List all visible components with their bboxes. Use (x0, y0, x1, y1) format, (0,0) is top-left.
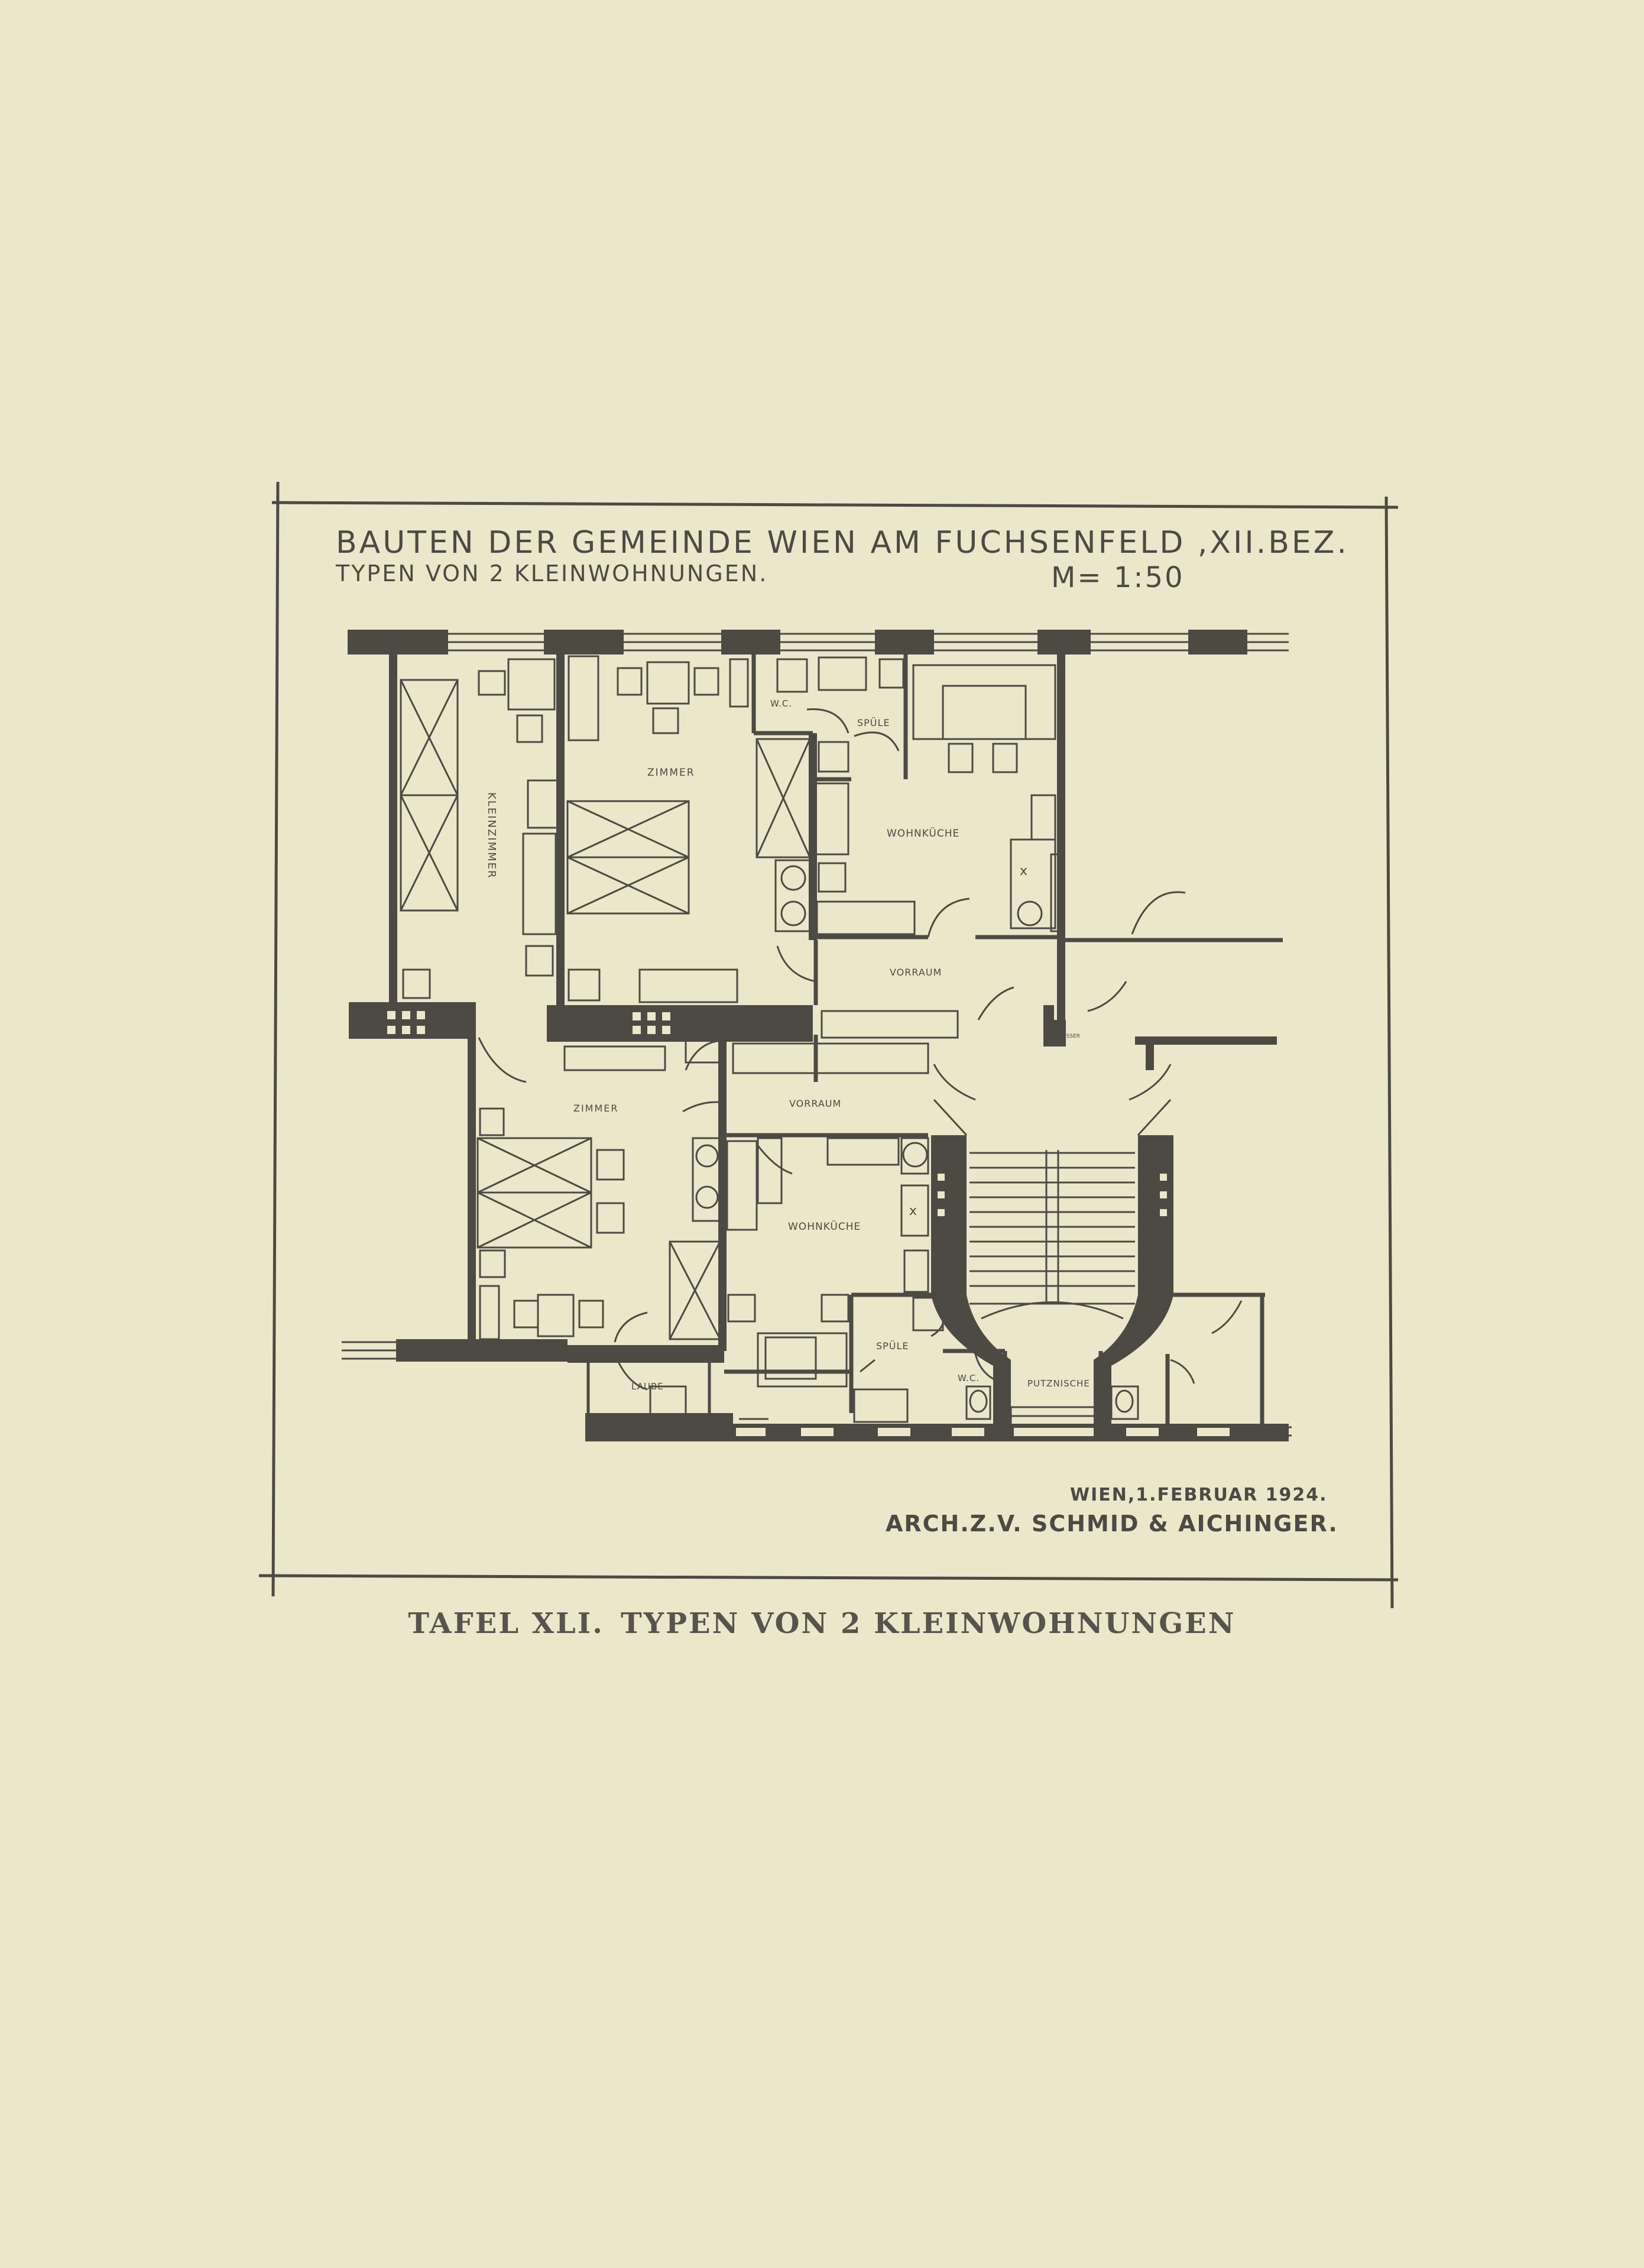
room-label-zimmer-lower: ZIMMER (573, 1103, 619, 1114)
gasmeter-label: GAS-MESSER (1045, 1033, 1080, 1039)
door-arcs (478, 708, 1243, 1391)
room-label-wc-upper: W.C. (770, 698, 792, 709)
plate-frame (258, 481, 1399, 1609)
upper-inner-partitions (751, 653, 1283, 1082)
stair-openings (938, 1174, 1167, 1216)
room-label-vorraum-upper: VORRAUM (890, 967, 942, 978)
staircase (931, 1135, 1173, 1431)
top-windows (448, 633, 1289, 652)
room-label-wohnkueche-upper: WOHNKÜCHE (887, 827, 959, 840)
room-label-kleinzimmer: KLEINZIMMER (485, 792, 498, 879)
floor-plan: GAS-MESSER (342, 630, 1292, 1441)
room-label-laube: LAUBE (631, 1381, 664, 1392)
room-label-wc-lower: W.C. (958, 1373, 980, 1384)
laube (586, 1360, 711, 1413)
room-label-vorraum-lower: VORRAUM (789, 1098, 841, 1109)
room-label-wohnkueche-lower: WOHNKÜCHE (788, 1220, 861, 1233)
room-label-zimmer-upper: ZIMMER (647, 767, 695, 779)
stove-upper-x-icon: x (1020, 864, 1027, 879)
scale-label: M= 1:50 (1051, 561, 1185, 594)
caption-plate-number: TAFEL XLI. (408, 1607, 604, 1640)
middle-wall-vents (387, 1011, 670, 1034)
room-label-putznische: PUTZNISCHE (1027, 1378, 1090, 1389)
plate-caption: TAFEL XLI. TYPEN VON 2 KLEINWOHNUNGEN (0, 1607, 1644, 1640)
furniture (402, 655, 1139, 1426)
plan-architects: ARCH.Z.V. SCHMID & AICHINGER. (886, 1511, 1338, 1537)
bottom-window-gaps (736, 1428, 1230, 1436)
plate-title-line1: BAUTEN DER GEMEINDE WIEN AM FUCHSENFELD … (336, 525, 1349, 560)
plan-date: WIEN,1.FEBRUAR 1924. (1070, 1485, 1328, 1505)
lower-flat-walls (468, 1038, 727, 1351)
room-label-spuele-upper: SPÜLE (857, 717, 890, 728)
room-label-spuele-lower: SPÜLE (876, 1340, 909, 1352)
beds (400, 679, 811, 1340)
caption-title: TYPEN VON 2 KLEINWOHNUNGEN (620, 1607, 1236, 1640)
bottom-outer-wall (396, 1339, 1289, 1441)
bottom-windows (342, 1341, 1292, 1437)
plate-title-line2: TYPEN VON 2 KLEINWOHNUNGEN. (335, 560, 768, 587)
stair-treads (969, 1150, 1135, 1320)
right-corridor-walls (1135, 1036, 1277, 1070)
top-outer-wall (348, 630, 1247, 655)
landing-doors (933, 1064, 1172, 1136)
stove-lower-x-icon: x (909, 1204, 917, 1219)
